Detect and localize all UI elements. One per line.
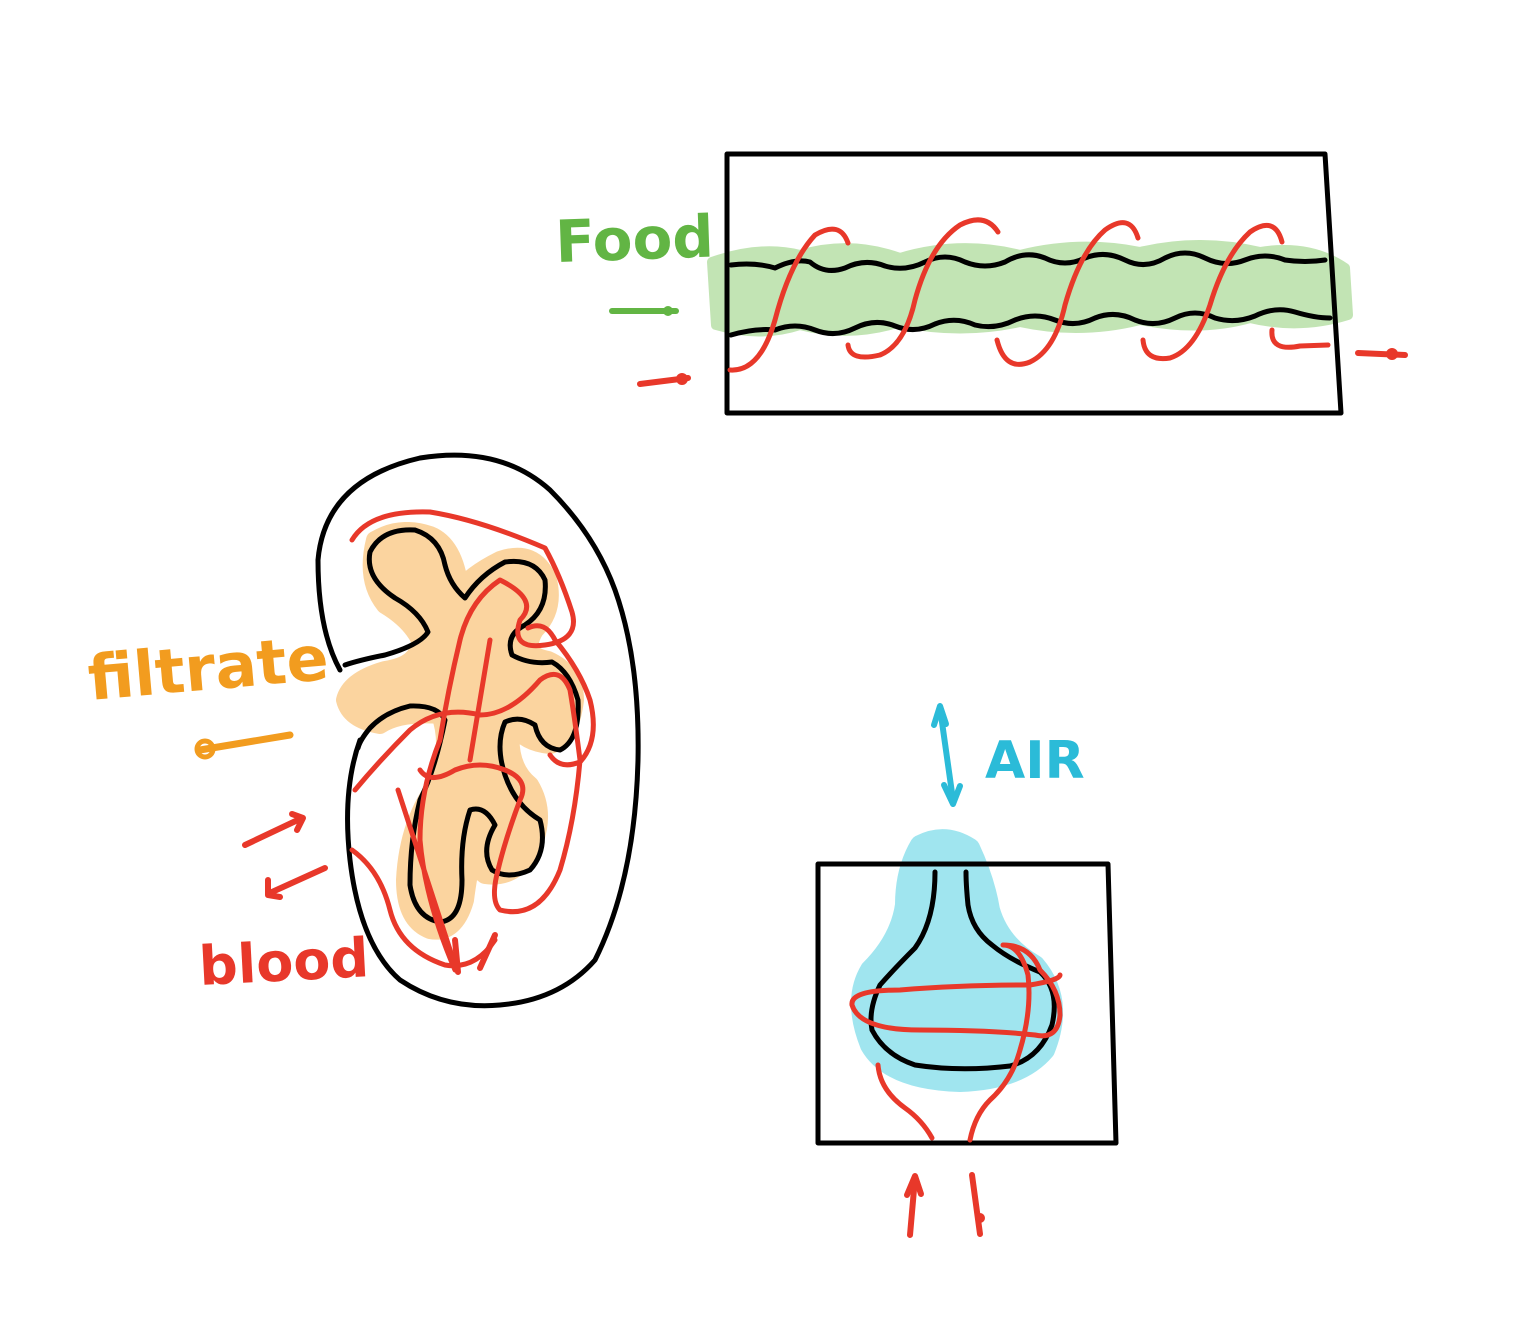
air-arrow-icon <box>931 703 963 807</box>
blood-out-arrow-icon <box>1355 348 1408 360</box>
alveolus-outline <box>868 869 1057 1072</box>
blood-in-arrow-icon <box>904 1173 924 1238</box>
blood-in-arrow-icon <box>242 811 306 848</box>
food-label: Food <box>554 203 715 276</box>
kidney-outline <box>315 452 641 1009</box>
food-band-fill <box>707 240 1353 337</box>
kidney-vessel-stub-icon <box>452 932 498 975</box>
gut-wall-lower <box>728 307 1333 338</box>
alveolus-diagram: AIR <box>815 703 1119 1238</box>
intestine-diagram: Food <box>554 151 1408 416</box>
intestine-box <box>724 151 1344 416</box>
air-fill <box>851 829 1063 1092</box>
blood-in-arrow-icon <box>637 373 691 387</box>
filtrate-out-arrow-icon <box>194 731 294 760</box>
kidney-blood-vessel <box>349 509 596 973</box>
gut-blood-vessel <box>727 217 1331 373</box>
alveolus-box <box>815 861 1119 1146</box>
blood-out-arrow-icon <box>969 1172 985 1237</box>
kidney-nephron-diagram: filtrate blood <box>85 452 641 1009</box>
air-label: AIR <box>985 731 1085 791</box>
kidney-tubule <box>342 527 581 925</box>
alveolus-blood-vessel <box>849 942 1063 1143</box>
food-in-arrow-icon <box>609 306 679 316</box>
filtrate-label: filtrate <box>85 621 331 715</box>
blood-label: blood <box>197 926 370 998</box>
blood-out-arrow-icon <box>265 865 328 900</box>
